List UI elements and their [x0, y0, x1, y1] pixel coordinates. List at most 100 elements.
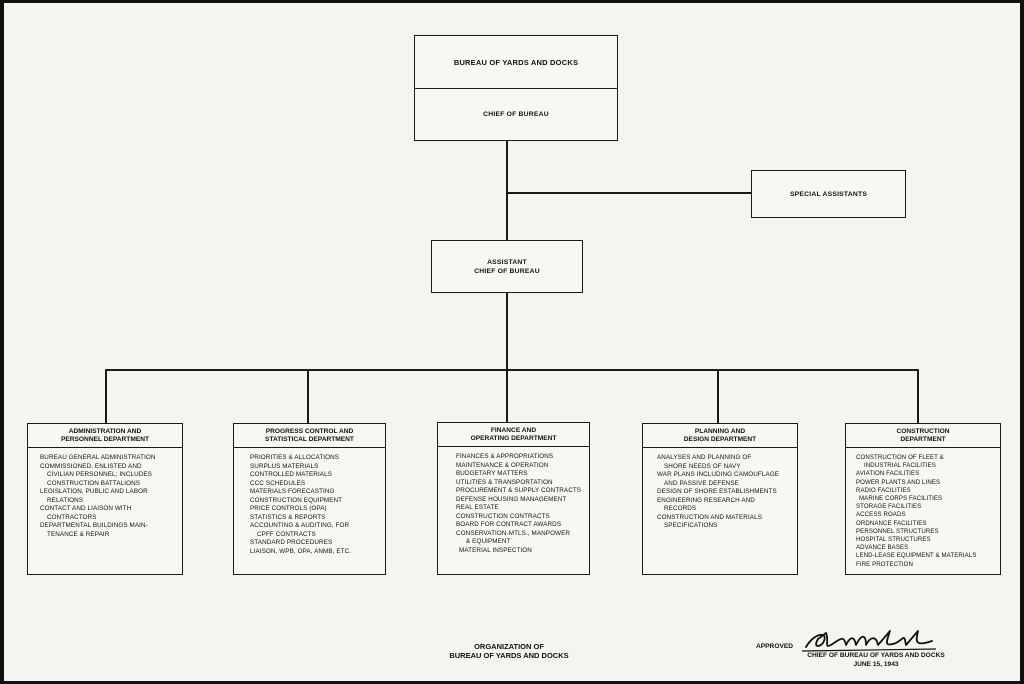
duty-item: CONSTRUCTION EQUIPMENT [250, 496, 343, 504]
duty-item: POWER PLANTS AND LINES [856, 478, 941, 486]
duty-item: TENANCE & REPAIR [47, 530, 110, 538]
department-title: PROGRESS CONTROL AND STATISTICAL DEPARTM… [234, 424, 385, 448]
duty-item: CONTROLLED MATERIALS [250, 471, 333, 478]
drop-line-progress-control [307, 369, 309, 423]
department-duties-list: PRIORITIES & ALLOCATIONS SURPLUS MATERIA… [250, 454, 381, 556]
special-assistants-box: SPECIAL ASSISTANTS [751, 170, 906, 218]
duty-item: CONTACT AND LIAISON WITH [40, 505, 132, 512]
duty-item: ADVANCE BASES [856, 544, 909, 552]
duty-item: AVIATION FACILITIES [856, 470, 920, 478]
duty-item: DESIGN OF SHORE ESTABLISHMENTS [657, 488, 777, 495]
department-box-finance: FINANCE AND OPERATING DEPARTMENT FINANCE… [437, 422, 590, 575]
department-title: CONSTRUCTION DEPARTMENT [846, 424, 1000, 448]
department-title-line: OPERATING DEPARTMENT [470, 434, 557, 442]
duty-item: DEFENSE HOUSING MANAGEMENT [456, 495, 567, 503]
assistant-chief-box: ASSISTANT CHIEF OF BUREAU [431, 240, 583, 293]
drop-line-planning [717, 369, 719, 423]
duty-item: FIRE PROTECTION [856, 560, 914, 568]
duty-item: PRIORITIES & ALLOCATIONS [250, 454, 340, 461]
caption-line-1: ORGANIZATION OF [474, 642, 544, 651]
duty-item: INDUSTRIAL FACILITIES [864, 462, 936, 470]
duty-item: CONSTRUCTION BATTALIONS [47, 479, 141, 487]
duty-item: STATISTICS & REPORTS [250, 513, 326, 521]
department-duties-list: CONSTRUCTION OF FLEET & INDUSTRIAL FACIL… [856, 454, 996, 569]
duty-item: MATERIAL INSPECTION [459, 546, 532, 554]
department-box-progress-control: PROGRESS CONTROL AND STATISTICAL DEPARTM… [233, 423, 386, 575]
duty-item: WAR PLANS INCLUDING CAMOUFLAGE [657, 471, 780, 478]
duty-item: & EQUIPMENT [466, 538, 511, 545]
duty-item: AND PASSIVE DEFENSE [664, 479, 739, 487]
duty-item: UTILITIES & TRANSPORTATION [456, 478, 553, 486]
duty-item: CONTRACTORS [47, 513, 97, 521]
duty-item: CONSTRUCTION CONTRACTS [456, 512, 550, 520]
drop-line-construction [917, 369, 919, 423]
drop-line-finance [506, 369, 508, 422]
department-title: FINANCE AND OPERATING DEPARTMENT [438, 423, 589, 447]
department-title-line: STATISTICAL DEPARTMENT [265, 435, 354, 443]
chart-caption: ORGANIZATION OF BUREAU OF YARDS AND DOCK… [424, 642, 594, 660]
duty-item: PRICE CONTROLS (OPA) [250, 505, 327, 512]
approved-label: APPROVED [756, 643, 794, 650]
duty-item: MATERIALS FORECASTING [250, 488, 335, 495]
department-duties-list: ANALYSES AND PLANNING OF SHORE NEEDS OF … [657, 454, 793, 531]
department-title-line: CONSTRUCTION [896, 427, 950, 435]
duty-item: LIAISON, WPB, OPA, ANMB, ETC. [250, 547, 352, 555]
department-duties-list: BUREAU GENERAL ADMINISTRATION COMMISSION… [40, 454, 178, 539]
duty-item: HOSPITAL STRUCTURES [856, 536, 931, 544]
assistant-line-1: ASSISTANT [487, 258, 527, 266]
department-title-line: FINANCE AND [490, 426, 537, 434]
duty-item: REAL ESTATE [456, 504, 499, 511]
duty-item: STANDARD PROCEDURES [250, 539, 333, 546]
department-title: PLANNING AND DESIGN DEPARTMENT [643, 424, 797, 448]
approval-date: JUNE 15, 1943 [853, 660, 899, 668]
duty-item: COMMISSIONED, ENLISTED AND [40, 462, 142, 470]
department-title: ADMINISTRATION AND PERSONNEL DEPARTMENT [28, 424, 182, 448]
duty-item: BOARD FOR CONTRACT AWARDS [456, 521, 562, 528]
duty-item: ORDNANCE FACILITIES [856, 519, 927, 527]
duty-item: BUDGETARY MATTERS [456, 470, 528, 477]
department-box-planning: PLANNING AND DESIGN DEPARTMENT ANALYSES … [642, 423, 798, 575]
approver-title: CHIEF OF BUREAU OF YARDS AND DOCKS [807, 652, 945, 659]
connector-to-special-assistants [506, 192, 751, 194]
duty-item: BUREAU GENERAL ADMINISTRATION [40, 454, 156, 461]
department-title-line: DEPARTMENT [900, 435, 946, 443]
bureau-title: BUREAU OF YARDS AND DOCKS [415, 36, 617, 89]
duty-item: CONSTRUCTION OF FLEET & [856, 454, 944, 461]
department-bus-line [105, 369, 919, 371]
duty-item: CONSTRUCTION AND MATERIALS [657, 513, 762, 521]
duty-item: ACCOUNTING & AUDITING, FOR [250, 522, 350, 529]
duty-item: FINANCES & APPROPRIATIONS [456, 453, 554, 460]
department-box-construction: CONSTRUCTION DEPARTMENT CONSTRUCTION OF … [845, 423, 1001, 575]
department-duties-list: FINANCES & APPROPRIATIONS MAINTENANCE & … [456, 453, 585, 555]
connector-chief-to-assistant [506, 141, 508, 240]
duty-item: RADIO FACILITIES [856, 486, 911, 494]
duty-item: MARINE CORPS FACILITIES [859, 495, 943, 503]
duty-item: STORAGE FACILITIES [856, 503, 922, 511]
department-title-line: PROGRESS CONTROL AND [265, 427, 354, 435]
duty-item: RECORDS [664, 505, 697, 512]
duty-item: SPECIFICATIONS [664, 522, 718, 529]
duty-item: CONSERVATION-MTLS., MANPOWER [456, 529, 571, 537]
caption-line-2: BUREAU OF YARDS AND DOCKS [449, 651, 569, 660]
duty-item: LEGISLATION, PUBLIC AND LABOR [40, 488, 148, 495]
duty-item: ANALYSES AND PLANNING OF [657, 454, 752, 461]
chief-role: CHIEF OF BUREAU [483, 111, 549, 118]
duty-item: SHORE NEEDS OF NAVY [664, 462, 741, 470]
duty-item: DEPARTMENTAL BUILDINGS MAIN- [40, 522, 148, 529]
connector-assistant-to-departments [506, 293, 508, 370]
duty-item: MAINTENANCE & OPERATION [456, 461, 549, 469]
assistant-line-2: CHIEF OF BUREAU [474, 267, 540, 275]
duty-item: CIVILIAN PERSONNEL; INCLUDES [47, 471, 152, 478]
department-title-line: PLANNING AND [694, 427, 746, 435]
duty-item: CPFF CONTRACTS [257, 530, 316, 538]
duty-item: CCC SCHEDULES [250, 479, 306, 487]
chief-of-bureau-box: BUREAU OF YARDS AND DOCKS CHIEF OF BUREA… [414, 35, 618, 141]
signature-image [801, 630, 937, 652]
department-title-line: ADMINISTRATION AND [68, 427, 142, 435]
duty-item: PERSONNEL STRUCTURES [856, 527, 939, 535]
approval-block: CHIEF OF BUREAU OF YARDS AND DOCKS JUNE … [796, 652, 956, 669]
org-chart-sheet: BUREAU OF YARDS AND DOCKS CHIEF OF BUREA… [4, 3, 1020, 681]
duty-item: PROCUREMENT & SUPPLY CONTRACTS [456, 487, 582, 494]
duty-item: SURPLUS MATERIALS [250, 462, 319, 470]
department-box-administration: ADMINISTRATION AND PERSONNEL DEPARTMENT … [27, 423, 183, 575]
